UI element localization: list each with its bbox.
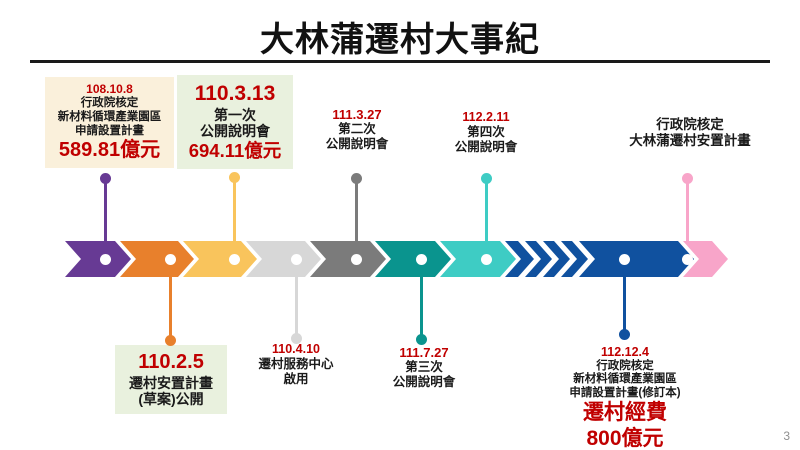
event-111-7-27: 111.7.27 第三次 公開說明會 <box>364 345 484 390</box>
event-line: 遷村服務中心 <box>258 356 334 371</box>
connector-line <box>168 277 172 338</box>
connector-dot <box>350 172 362 184</box>
event-date: 112.12.4 <box>601 345 649 359</box>
event-relocation-plan-approved: 行政院核定 大林蒲遷村安置計畫 <box>595 117 785 149</box>
event-line: 公開說明會 <box>200 123 270 140</box>
timeline-segment-light-teal <box>440 241 516 277</box>
timeline-segment-orange <box>120 241 194 277</box>
timeline-node-dot <box>99 253 111 265</box>
connector-line <box>294 277 298 336</box>
event-date: 110.4.10 <box>272 342 320 356</box>
event-date: 111.7.27 <box>399 345 449 360</box>
timeline-node-dot <box>618 253 630 265</box>
connector-line <box>484 180 488 241</box>
timeline-node-dot <box>480 253 492 265</box>
event-line: 新材料循環產業園區 <box>573 373 677 386</box>
connector-dot <box>99 172 111 184</box>
event-line: 啟用 <box>283 371 309 386</box>
timeline-segment-yellow <box>183 241 257 277</box>
event-line: 申請設置計畫(修訂本) <box>569 386 681 399</box>
event-line: 行政院核定 <box>596 359 654 372</box>
connector-line <box>232 179 236 241</box>
connector-dot <box>228 171 240 183</box>
event-date: 110.2.5 <box>138 351 204 374</box>
event-112-12-4: 112.12.4 行政院核定 新材料循環產業園區 申請設置計畫(修訂本) 遷村經… <box>535 345 715 450</box>
event-line: 行政院核定 <box>80 97 139 110</box>
event-date: 112.2.11 <box>462 110 510 124</box>
event-amount: 800億元 <box>586 426 664 450</box>
event-amount: 遷村經費 <box>583 401 667 425</box>
timeline-node-dot <box>228 253 240 265</box>
connector-line <box>419 277 423 337</box>
timeline-node-dot <box>415 253 427 265</box>
event-date: 111.3.27 <box>332 107 382 122</box>
timeline-segment-teal <box>375 241 451 277</box>
timeline-segment-dark-gray <box>310 241 386 277</box>
connector-line <box>622 277 626 332</box>
event-line: 新材料循環產業園區 <box>57 111 162 123</box>
event-line: 大林蒲遷村安置計畫 <box>629 132 751 148</box>
timeline-node-dot <box>681 253 693 265</box>
event-line: 公開說明會 <box>392 375 456 390</box>
event-111-3-27: 111.3.27 第二次 公開說明會 <box>297 107 417 152</box>
connector-line <box>685 180 689 241</box>
event-amount: 694.11億元 <box>188 139 282 161</box>
connector-dot <box>480 172 492 184</box>
event-card-110-2-5: 110.2.5 遷村安置計畫 (草案)公開 <box>115 345 227 414</box>
event-112-2-11: 112.2.11 第四次 公開說明會 <box>426 110 546 154</box>
connector-dot <box>415 333 427 345</box>
connector-dot <box>618 328 630 340</box>
event-line: 公開說明會 <box>454 139 518 154</box>
page-title: 大林蒲遷村大事紀 <box>260 21 540 59</box>
timeline-segment-blue <box>505 241 694 277</box>
event-date: 108.10.8 <box>86 82 133 97</box>
event-line: 第四次 <box>467 124 505 139</box>
connector-line <box>354 180 358 241</box>
event-line: 第一次 <box>214 106 256 123</box>
connector-dot <box>290 332 302 344</box>
event-line: 第三次 <box>405 360 443 375</box>
event-date: 110.3.13 <box>194 82 276 106</box>
event-line: 行政院核定 <box>656 117 724 132</box>
event-line: 申請設置計畫 <box>75 124 144 137</box>
timeline-node-dot <box>290 253 302 265</box>
connector-dot <box>164 334 176 346</box>
event-line: 第二次 <box>338 122 376 137</box>
connector-dot <box>681 172 693 184</box>
event-card-108-10-8: 108.10.8 行政院核定 新材料循環產業園區 申請設置計畫 589.81億元 <box>45 77 174 168</box>
timeline-segment-purple <box>65 241 131 277</box>
connector-line <box>103 180 107 241</box>
event-line: (草案)公開 <box>138 391 204 408</box>
event-card-110-3-13: 110.3.13 第一次 公開說明會 694.11億元 <box>177 75 293 169</box>
event-line: 公開說明會 <box>325 137 389 152</box>
event-line: 遷村安置計畫 <box>129 374 213 391</box>
title-underline <box>30 60 770 63</box>
event-amount: 589.81億元 <box>58 139 161 162</box>
page-number: 3 <box>783 429 790 443</box>
timeline-node-dot <box>164 253 176 265</box>
event-110-4-10: 110.4.10 遷村服務中心 啟用 <box>236 342 356 386</box>
timeline-node-dot <box>350 253 362 265</box>
timeline-segment-light-gray <box>246 241 321 277</box>
